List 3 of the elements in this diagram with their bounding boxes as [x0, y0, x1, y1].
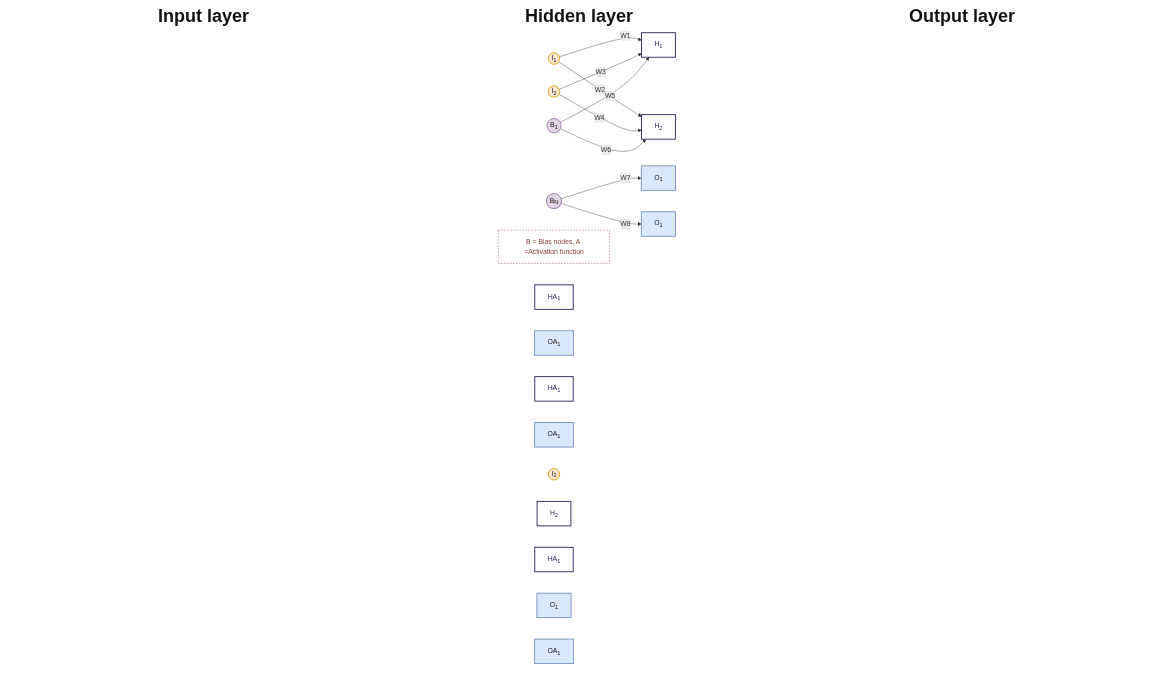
- layer-heading: Input layer: [158, 6, 249, 27]
- layer-heading: Hidden layer: [525, 6, 634, 27]
- layer-heading: Output layer: [909, 6, 1015, 27]
